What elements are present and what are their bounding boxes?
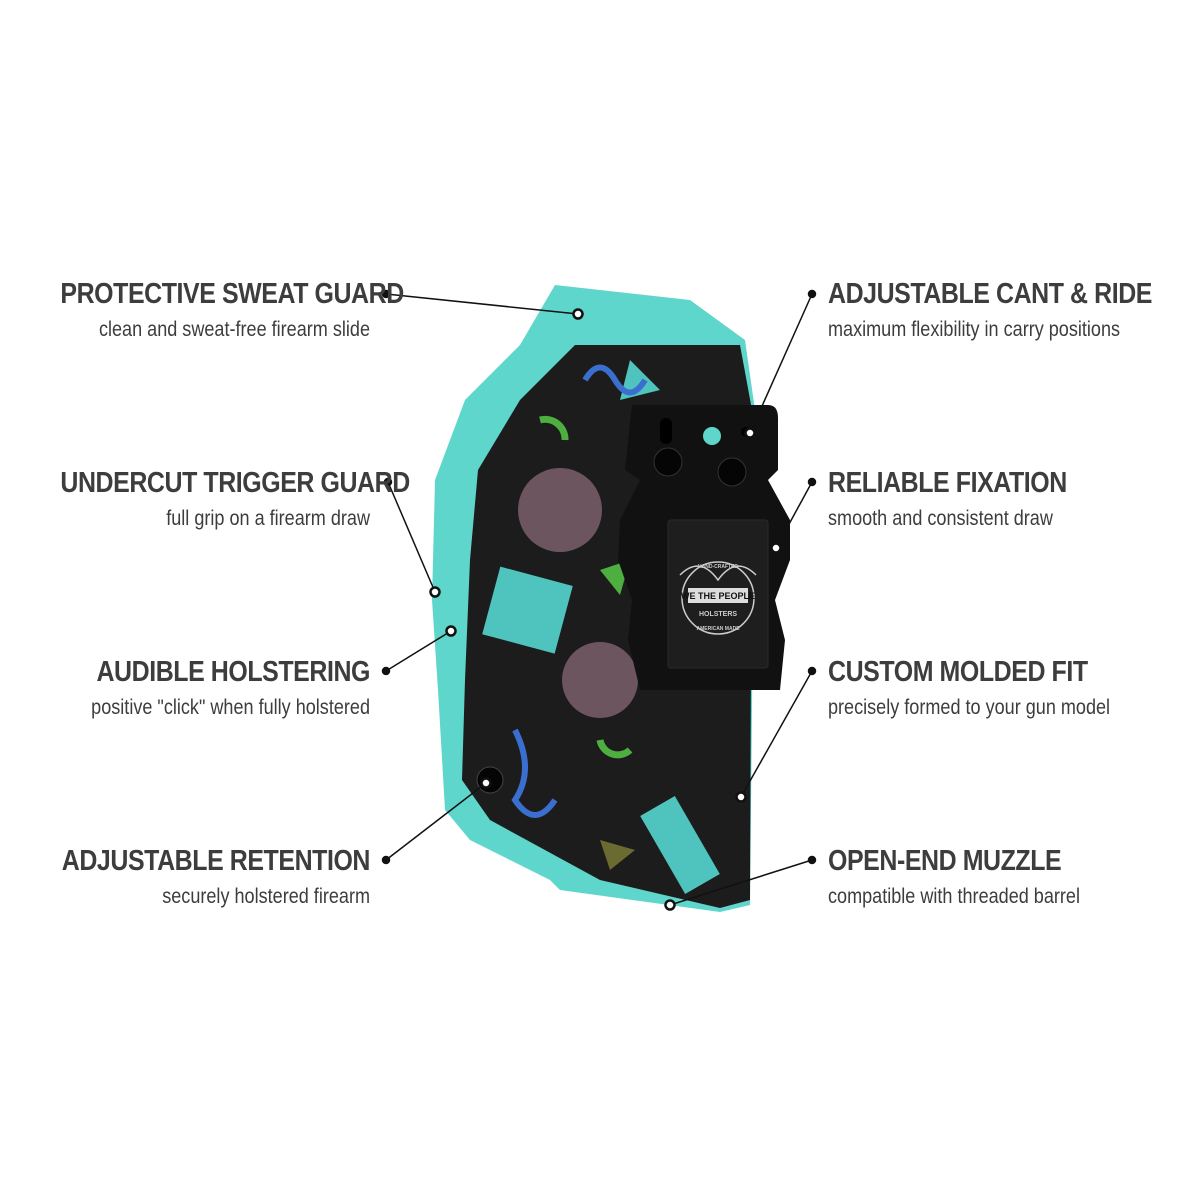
callout-title: AUDIBLE HOLSTERING: [96, 656, 370, 688]
callout-subtitle: maximum flexibility in carry positions: [828, 318, 1121, 341]
brand-logo-holsters: HOLSTERS: [699, 611, 737, 618]
callout-reliable-fixation: RELIABLE FIXATION smooth and consistent …: [828, 467, 1188, 531]
callout-subtitle: clean and sweat-free firearm slide: [98, 318, 370, 341]
callout-subtitle: smooth and consistent draw: [828, 507, 1053, 530]
callout-title: ADJUSTABLE RETENTION: [61, 845, 371, 877]
brand-logo: [679, 561, 757, 635]
callout-trigger-guard: UNDERCUT TRIGGER GUARD full grip on a fi…: [10, 467, 410, 531]
leader-lines: [381, 289, 817, 911]
callout-subtitle: precisely formed to your gun model: [828, 696, 1111, 719]
callout-subtitle: compatible with threaded barrel: [828, 885, 1080, 908]
brand-logo-name: WE THE PEOPLE: [681, 591, 755, 601]
callout-title: CUSTOM MOLDED FIT: [828, 656, 1088, 688]
callout-adjustable-retention: ADJUSTABLE RETENTION securely holstered …: [10, 845, 371, 909]
callout-audible-holstering: AUDIBLE HOLSTERING positive "click" when…: [10, 656, 370, 720]
clip-screw-right: [717, 457, 747, 487]
belt-clip: HAND-CRAFTED WE THE PEOPLE HOLSTERS AMER…: [618, 405, 790, 690]
callout-subtitle: full grip on a firearm draw: [166, 507, 370, 530]
callout-subtitle: positive "click" when fully holstered: [91, 696, 370, 719]
callout-subtitle: securely holstered firearm: [162, 885, 370, 908]
callout-sweat-guard: PROTECTIVE SWEAT GUARD clean and sweat-f…: [10, 278, 404, 342]
callout-title: UNDERCUT TRIGGER GUARD: [60, 467, 410, 499]
pattern-shapes: [482, 360, 720, 894]
callout-title: OPEN-END MUZZLE: [828, 845, 1062, 877]
callout-title: ADJUSTABLE CANT & RIDE: [828, 278, 1153, 310]
clip-screw-left: [653, 447, 683, 477]
callout-title: PROTECTIVE SWEAT GUARD: [60, 278, 404, 310]
callout-custom-fit: CUSTOM MOLDED FIT precisely formed to yo…: [828, 656, 1188, 720]
brand-logo-american-made: AMERICAN MADE: [696, 626, 740, 632]
brand-logo-handcrafted: HAND-CRAFTED: [698, 564, 738, 570]
callout-open-muzzle: OPEN-END MUZZLE compatible with threaded…: [828, 845, 1188, 909]
callout-title: RELIABLE FIXATION: [828, 467, 1067, 499]
callout-cant-ride: ADJUSTABLE CANT & RIDE maximum flexibili…: [828, 278, 1188, 342]
